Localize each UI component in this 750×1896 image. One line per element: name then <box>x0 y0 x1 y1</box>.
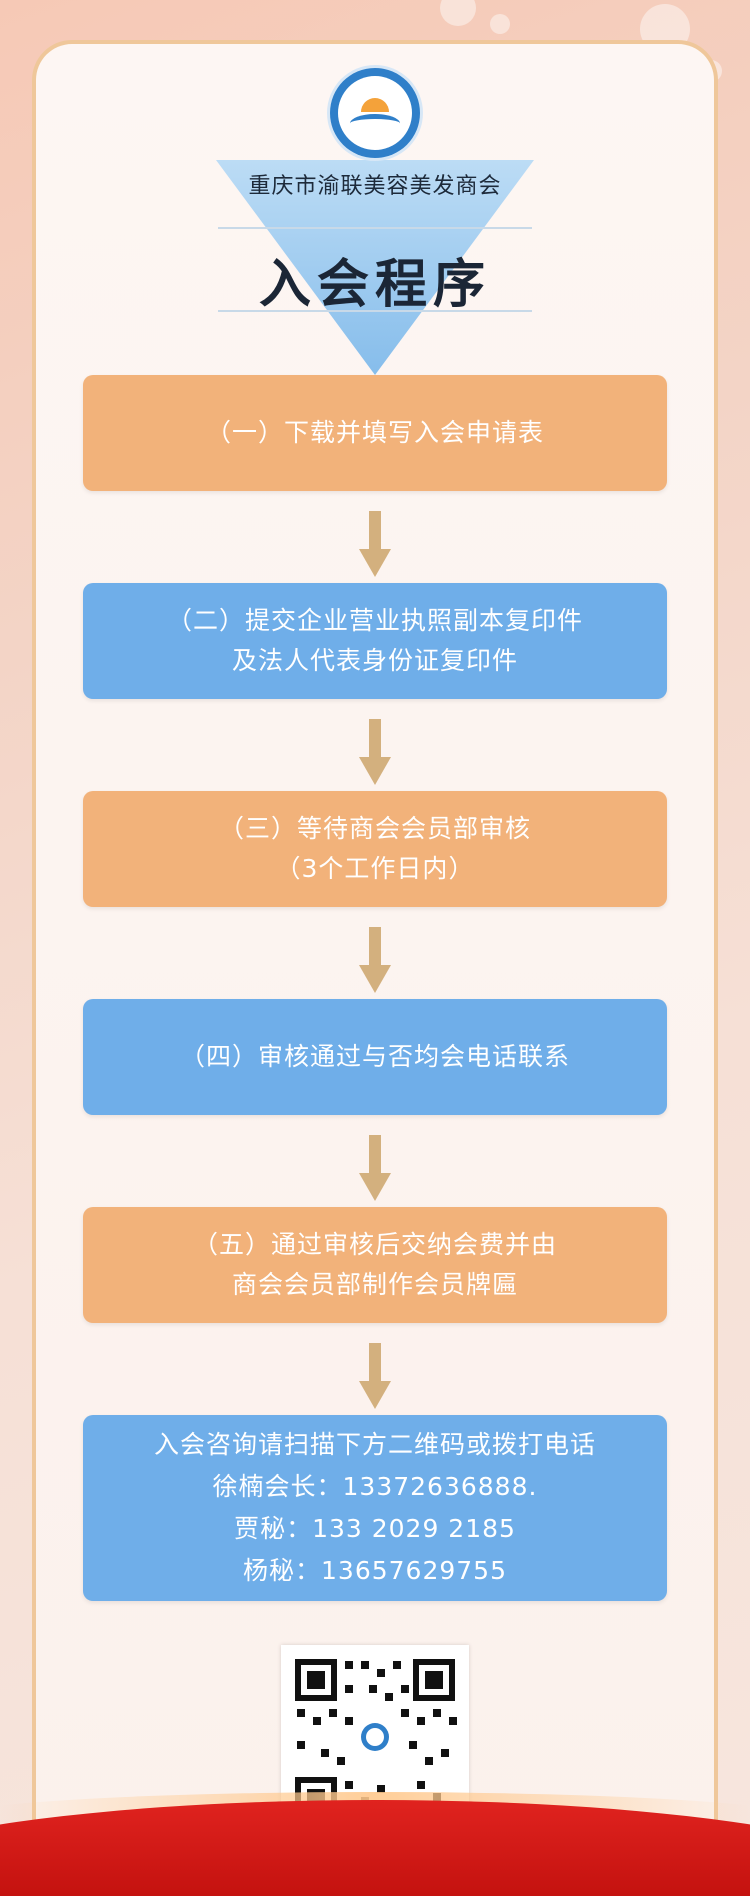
step-5-line-2: 商会会员部制作会员牌匾 <box>231 1270 518 1299</box>
step-2-box: （二）提交企业营业执照副本复印件 及法人代表身份证复印件 <box>83 583 667 699</box>
org-name: 重庆市渝联美容美发商会 <box>248 174 502 199</box>
step-4-box: （四）审核通过与否均会电话联系 <box>83 999 667 1115</box>
step-3-box: （三）等待商会会员部审核 （3个工作日内） <box>83 791 667 907</box>
contact-line-1: 入会咨询请扫描下方二维码或拨打电话 <box>153 1430 596 1459</box>
contact-box: 入会咨询请扫描下方二维码或拨打电话 徐楠会长：13372636888. 贾秘：1… <box>83 1415 667 1601</box>
contact-president-phone: 徐楠会长：13372636888. <box>212 1472 538 1501</box>
down-arrow-icon <box>359 719 391 787</box>
step-3-line-1: （三）等待商会会员部审核 <box>218 814 531 843</box>
page-title: 入会程序 <box>258 255 491 315</box>
contact-secretary-yang-phone: 杨秘：13657629755 <box>243 1556 507 1585</box>
bokeh-decoration <box>490 14 510 34</box>
down-arrow-icon <box>359 1343 391 1411</box>
step-5-box: （五）通过审核后交纳会费并由 商会会员部制作会员牌匾 <box>83 1207 667 1323</box>
down-arrow-icon <box>359 511 391 579</box>
step-5-line-1: （五）通过审核后交纳会费并由 <box>192 1230 557 1259</box>
step-3-line-2: （3个工作日内） <box>275 854 475 883</box>
down-arrow-icon <box>359 1135 391 1203</box>
step-1-line-1: （一）下载并填写入会申请表 <box>205 418 544 447</box>
chamber-logo-icon <box>330 68 420 158</box>
contact-secretary-jia-phone: 贾秘：133 2029 2185 <box>234 1514 516 1543</box>
down-arrow-icon <box>359 927 391 995</box>
step-2-line-2: 及法人代表身份证复印件 <box>231 646 518 675</box>
title-divider-bottom <box>218 310 532 312</box>
step-4-line-1: （四）审核通过与否均会电话联系 <box>179 1042 570 1071</box>
footer-banner <box>0 1800 750 1896</box>
title-divider-top <box>218 227 532 229</box>
step-1-box: （一）下载并填写入会申请表 <box>83 375 667 491</box>
bokeh-decoration <box>440 0 476 26</box>
step-2-line-1: （二）提交企业营业执照副本复印件 <box>166 606 583 635</box>
